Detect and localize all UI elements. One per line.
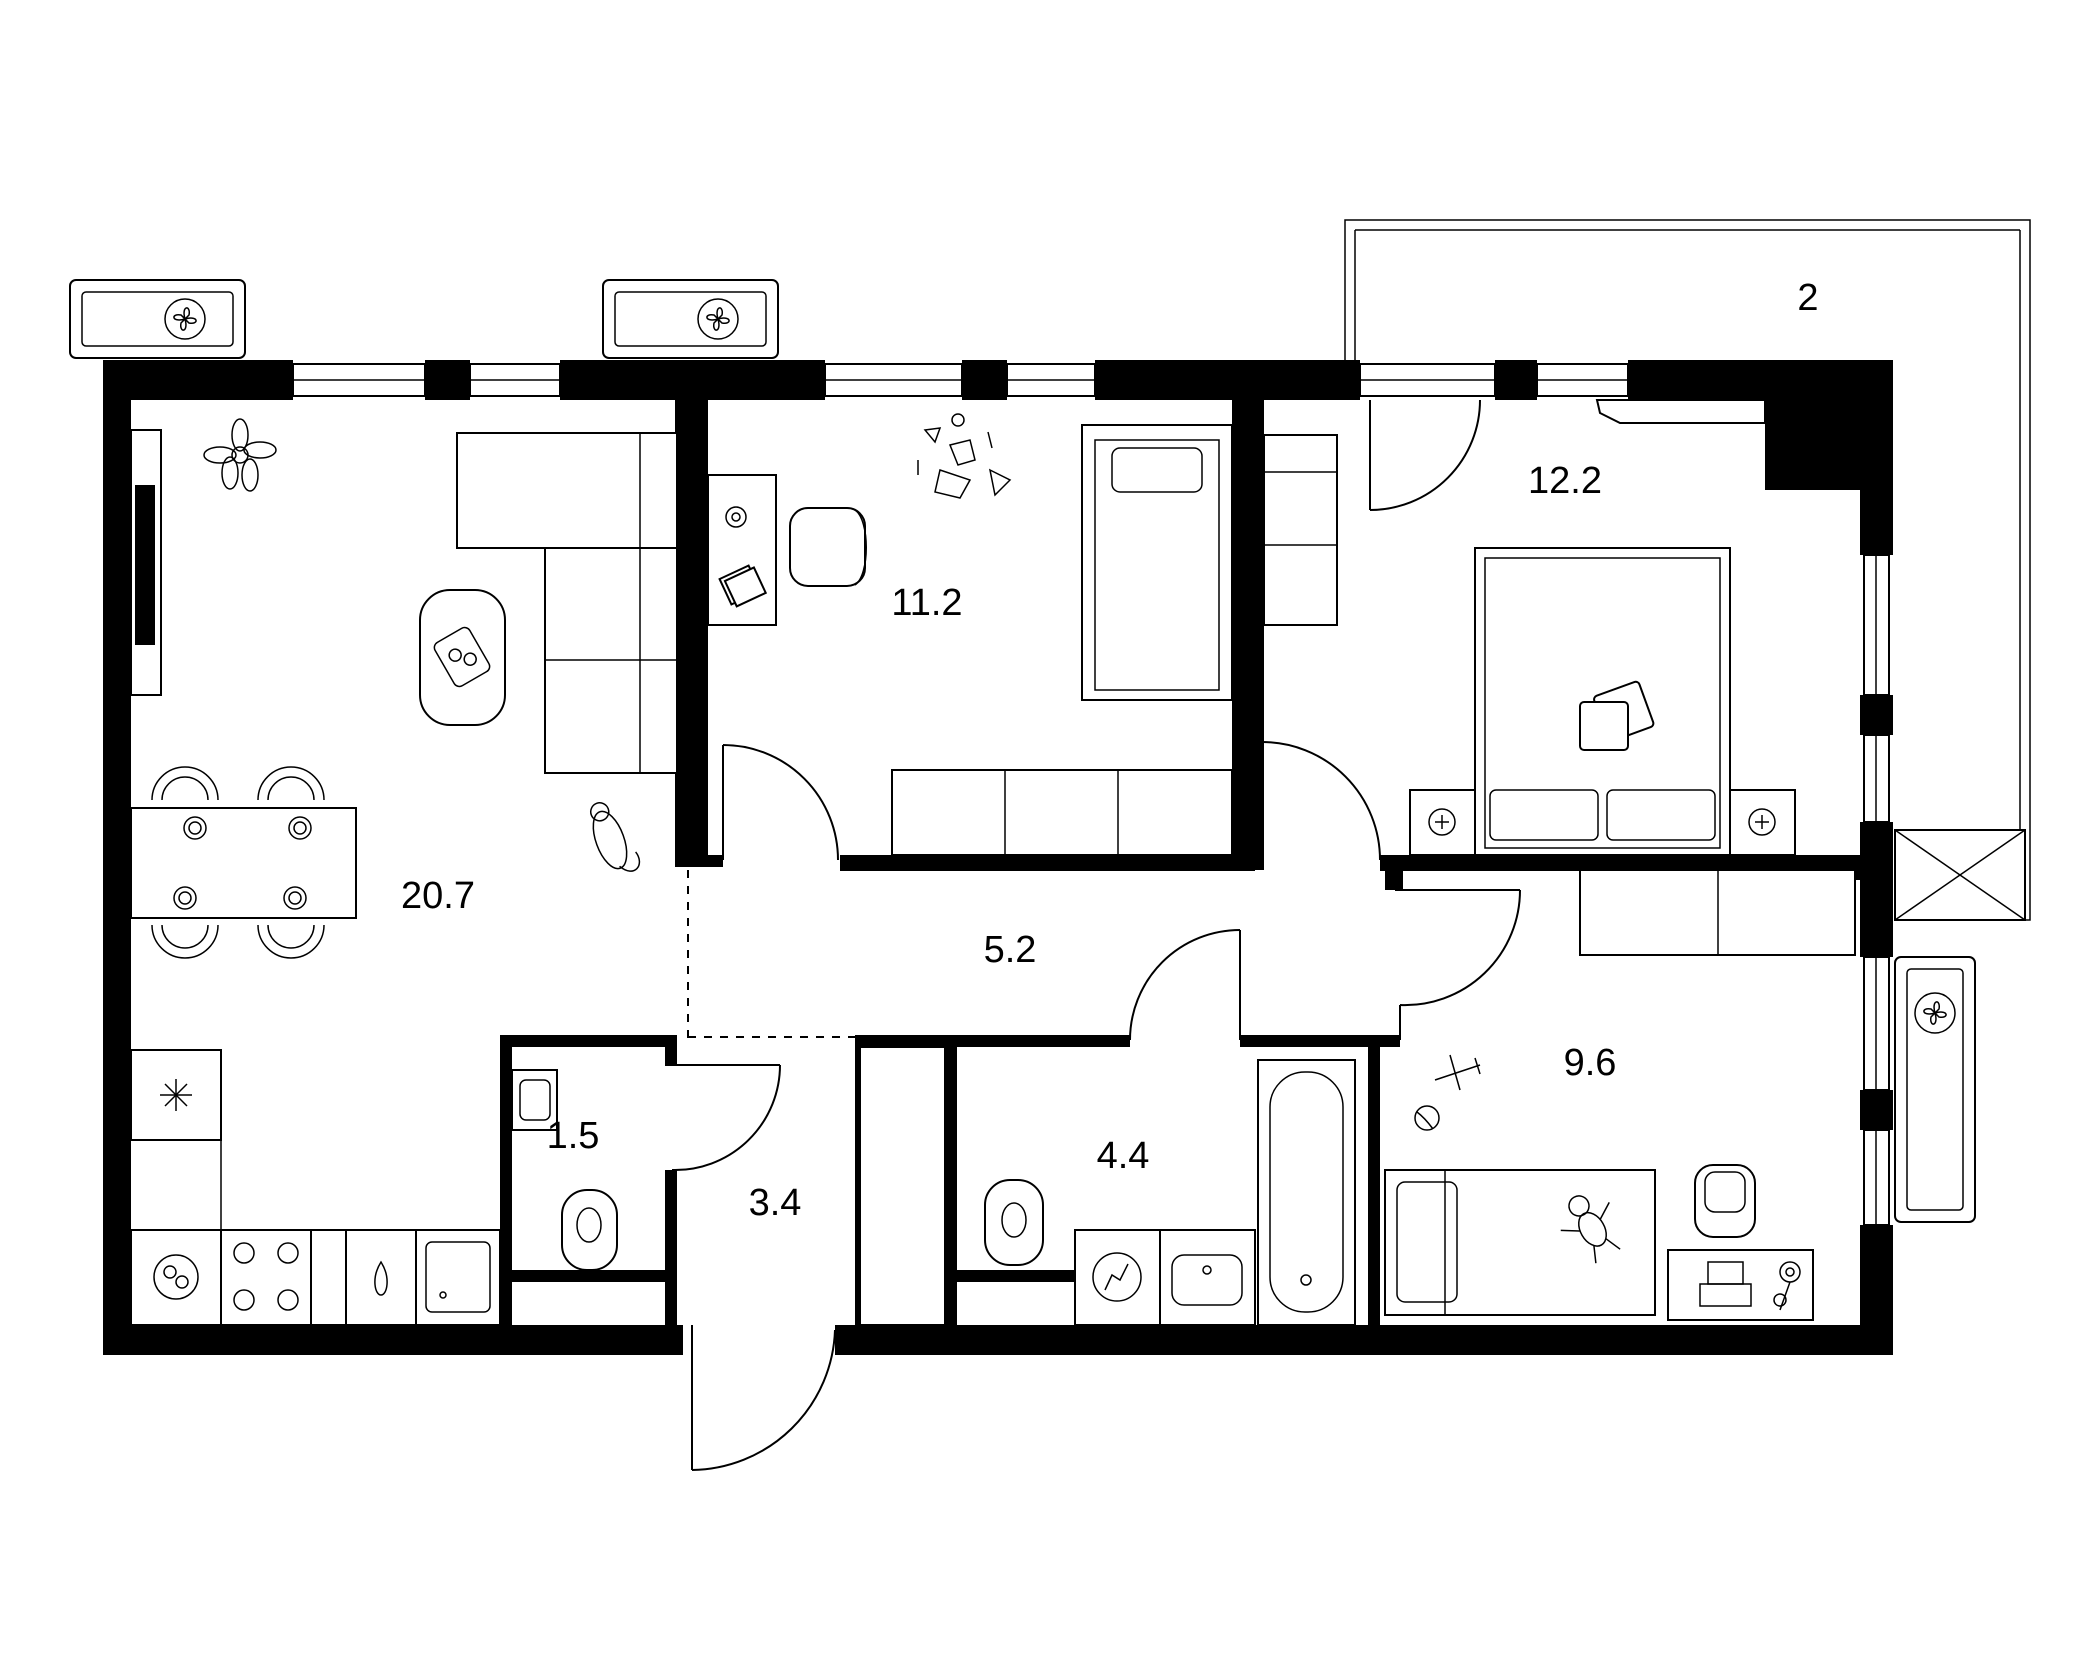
kitchen-counter — [130, 1229, 222, 1326]
fruit-bowl-icon — [153, 1254, 199, 1300]
bathroom-furniture — [984, 1059, 1356, 1326]
room-area-living-kitchen: 20.7 — [401, 875, 475, 917]
room-area-balcony: 2 — [1797, 277, 1818, 319]
room-area-kids-room: 9.6 — [1564, 1042, 1617, 1084]
toilet — [561, 1189, 618, 1271]
kids-room-furniture — [1384, 869, 1856, 1321]
toys-icon — [917, 413, 1012, 499]
chair — [151, 766, 325, 959]
desk — [1667, 1249, 1814, 1321]
shelf — [1595, 399, 1766, 424]
living-room-furniture — [130, 418, 678, 1326]
laptop-icon — [1699, 1261, 1752, 1307]
sink — [415, 1229, 501, 1326]
doors — [665, 399, 1522, 1471]
outer-walls — [103, 360, 1893, 1355]
ac-unit — [602, 279, 779, 359]
room-area-bedroom-main: 12.2 — [1528, 460, 1602, 502]
room-area-entrance: 3.4 — [749, 1182, 802, 1224]
fan-icon — [173, 307, 197, 331]
plant-icon — [203, 418, 277, 492]
desk-lamp-icon — [725, 506, 747, 528]
books-icon — [718, 564, 768, 608]
room-area-toilet: 1.5 — [547, 1115, 600, 1157]
wardrobe — [891, 769, 1233, 856]
room-area-bedroom-small: 11.2 — [891, 582, 962, 624]
sink-cabinet — [1159, 1229, 1256, 1326]
bedroom-main-furniture — [1263, 399, 1796, 856]
pillow-icon — [1579, 680, 1655, 751]
sofa — [456, 432, 678, 549]
bed — [1081, 424, 1233, 701]
windows — [292, 363, 1890, 1226]
counter — [345, 1229, 417, 1326]
room-area-bathroom: 4.4 — [1097, 1135, 1150, 1177]
cat-icon — [589, 802, 641, 872]
fan-icon — [1923, 1001, 1947, 1025]
fruit-bowl-icon — [433, 626, 491, 688]
room-area-hallway: 5.2 — [984, 929, 1037, 971]
interior-walls — [500, 400, 1893, 1325]
ac-unit — [1894, 956, 1976, 1223]
area-labels: 20.7 11.2 12.2 2 5.2 1.5 3.4 4.4 9.6 — [401, 277, 1819, 1224]
wardrobe — [1263, 434, 1338, 626]
toy-airplane-icon — [1434, 1054, 1481, 1091]
washing-machine-icon — [1104, 1263, 1129, 1291]
dining-table — [130, 807, 357, 919]
bedroom-small-furniture — [707, 413, 1233, 856]
bathtub — [1257, 1059, 1356, 1326]
plate-icon — [173, 816, 312, 910]
coffee-table — [419, 589, 506, 726]
snowflake-icon — [160, 1079, 192, 1111]
wc-furniture — [511, 1069, 618, 1271]
desk-chair — [789, 507, 866, 587]
washing-machine — [1074, 1229, 1161, 1326]
tv-icon — [135, 485, 155, 645]
ac-unit — [69, 279, 246, 359]
counter — [310, 1229, 347, 1326]
fan-icon — [706, 307, 730, 331]
teddy-bear-icon — [1560, 1195, 1621, 1264]
toilet — [984, 1179, 1044, 1266]
kids-bed — [1384, 1169, 1656, 1316]
balcony — [1344, 219, 2031, 921]
stove — [220, 1229, 312, 1326]
ball-icon — [1414, 1105, 1440, 1131]
desk-chair — [1694, 1164, 1756, 1238]
turntable-icon — [1773, 1261, 1801, 1311]
entrance-closet — [859, 1046, 946, 1326]
